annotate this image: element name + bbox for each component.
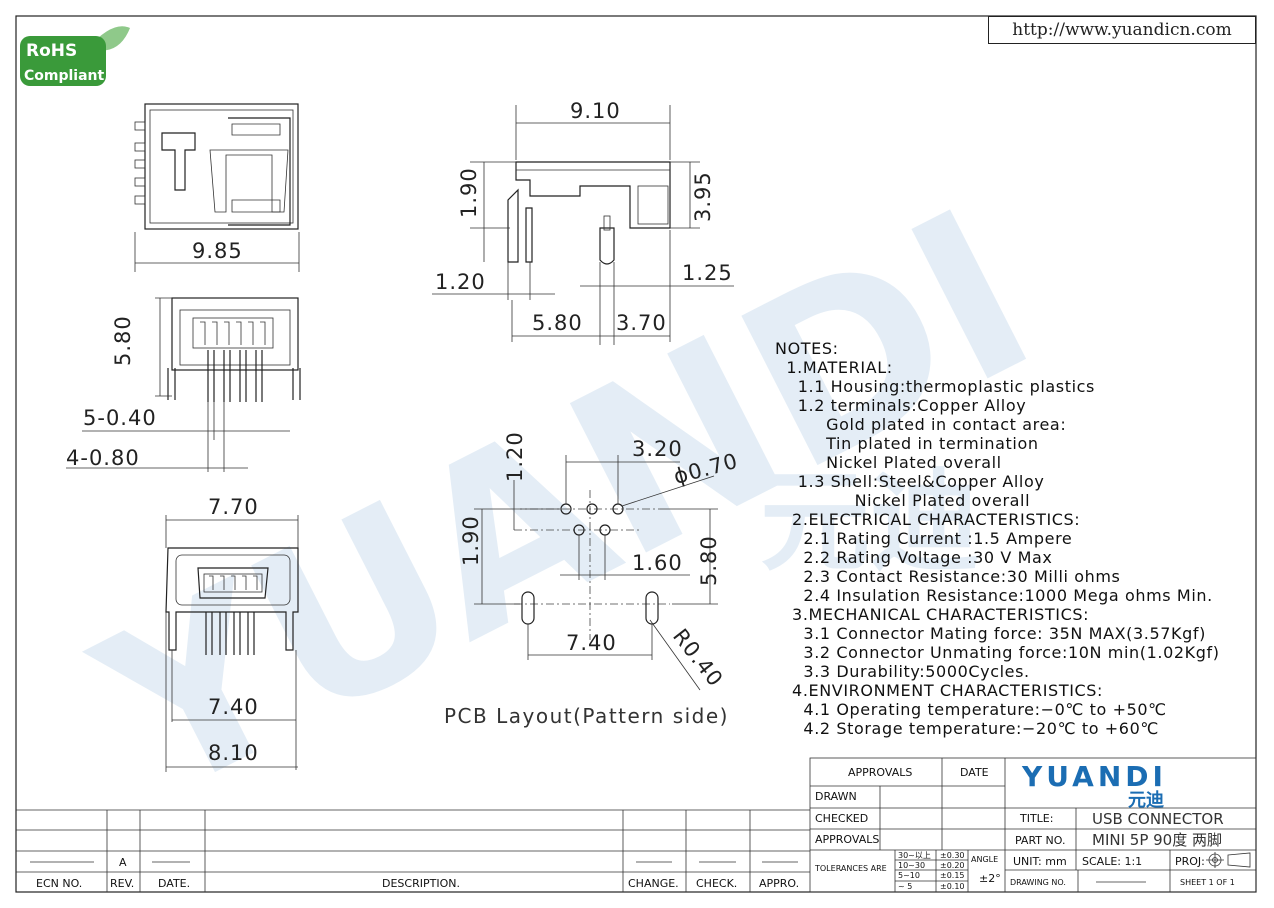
tb-angle: ANGLE [971, 855, 998, 864]
tol-range-3: ~ 5 [898, 882, 912, 891]
front-view: 5.80 5-0.40 4-0.80 [66, 297, 301, 472]
sheet-border [15, 15, 1257, 893]
note-line: Tin plated in termination [775, 434, 1039, 453]
note-line: Nickel Plated overall [775, 491, 1030, 510]
yuandi-logo-cjk: 元迪 [1128, 790, 1164, 811]
tol-value-2: ±0.15 [940, 871, 965, 880]
note-line: 4.1 Operating temperature:−0℃ to +50℃ [775, 700, 1167, 719]
tb-part-value: MINI 5P 90度 两脚 [1092, 831, 1222, 849]
note-line: 2.1 Rating Current :1.5 Ampere [775, 529, 1072, 548]
website-url[interactable]: http://www.yuandicn.com [988, 16, 1256, 44]
tb-drawn: DRAWN [815, 790, 857, 803]
dim-pcb-w1: 3.20 [632, 437, 683, 461]
tb-title-value: USB CONNECTOR [1092, 810, 1224, 828]
rev-header-appro: APPRO. [759, 877, 799, 890]
dim-side-width: 9.10 [570, 99, 621, 123]
dim-pcb-h1: 1.20 [503, 431, 527, 482]
rev-header-rev: REV. [110, 877, 134, 890]
tol-value-1: ±0.20 [940, 861, 965, 870]
rev-header-ecn: ECN NO. [36, 877, 82, 890]
tol-range-0: 30~以上 [898, 851, 931, 860]
note-line: Gold plated in contact area: [775, 415, 1066, 434]
rohs-badge: RoHS Compliant [20, 26, 130, 86]
note-line: 2.4 Insulation Resistance:1000 Mega ohms… [775, 586, 1213, 605]
tb-approvals: APPROVALS [848, 766, 912, 779]
tb-unit: UNIT: mm [1013, 855, 1067, 868]
dim-end-width: 7.70 [208, 495, 259, 519]
tb-proj: PROJ: [1175, 855, 1205, 868]
dim-side-peg: 1.25 [682, 261, 733, 285]
note-line: 4.ENVIRONMENT CHARACTERISTICS: [775, 681, 1103, 700]
tb-approvals2: APPROVALS [815, 833, 879, 846]
note-line: 2.3 Contact Resistance:30 Milli ohms [775, 567, 1120, 586]
rev-value: A [119, 856, 127, 869]
rohs-top-text: RoHS [26, 41, 77, 61]
yuandi-logo: YUANDI [1021, 760, 1167, 793]
rohs-bottom-text: Compliant [24, 68, 105, 84]
tb-scale: SCALE: 1:1 [1082, 855, 1142, 868]
dim-side-span: 5.80 [532, 311, 583, 335]
watermark-cjk: 元迪 [760, 458, 980, 586]
dim-front-height: 5.80 [111, 315, 135, 366]
tol-value-0: ±0.30 [940, 851, 965, 860]
tol-value-3: ±0.10 [940, 882, 965, 891]
top-view: 9.85 [134, 103, 300, 272]
dim-pitch-pins: 5-0.40 [83, 406, 157, 430]
dim-side-h2: 3.95 [691, 171, 715, 222]
tb-title-label: TITLE: [1019, 812, 1053, 825]
note-line: 1.1 Housing:thermoplastic plastics [775, 377, 1095, 396]
note-line: 1.3 Shell:Steel&Copper Alloy [775, 472, 1044, 491]
tol-range-1: 10~30 [898, 861, 925, 870]
note-line: 4.2 Storage temperature:−20℃ to +60℃ [775, 719, 1159, 738]
tb-drawing-no: DRAWING NO. [1010, 878, 1066, 887]
note-line: 1.2 terminals:Copper Alloy [775, 396, 1026, 415]
title-block: APPROVALS DATE DRAWN CHECKED APPROVALS T… [809, 757, 1257, 893]
projection-icon [1206, 852, 1251, 868]
tb-checked: CHECKED [815, 812, 868, 825]
note-line: 1.MATERIAL: [775, 358, 893, 377]
tol-range-2: 5~10 [898, 871, 920, 880]
note-line: 3.2 Connector Unmating force:10N min(1.0… [775, 643, 1220, 662]
dim-pcb-w2: 1.60 [632, 551, 683, 575]
note-line: 2.ELECTRICAL CHARACTERISTICS: [775, 510, 1080, 529]
tb-angle-value: ±2° [979, 872, 1001, 885]
rev-header-change: CHANGE. [628, 877, 679, 890]
note-line: 3.1 Connector Mating force: 35N MAX(3.57… [775, 624, 1206, 643]
dim-side-back: 3.70 [616, 311, 667, 335]
notes-heading: NOTES: [775, 339, 839, 358]
revision-table: A ECN NO. REV. DATE. DESCRIPTION. CHANGE… [16, 809, 810, 892]
tb-part-label: PART NO. [1015, 834, 1065, 847]
side-view: 9.10 1.90 3.95 1.20 1.25 5.80 3.70 [432, 99, 734, 345]
dim-end-pegs: 7.40 [208, 695, 259, 719]
dim-end-total: 8.10 [208, 741, 259, 765]
note-line: 3.MECHANICAL CHARACTERISTICS: [775, 605, 1089, 624]
note-line: 2.2 Rating Voltage :30 V Max [775, 548, 1052, 567]
rev-header-check: CHECK. [696, 877, 737, 890]
tb-date: DATE [960, 766, 989, 779]
tb-sheet: SHEET 1 OF 1 [1180, 878, 1235, 887]
note-line: 3.3 Durability:5000Cycles. [775, 662, 1030, 681]
rev-header-date: DATE. [158, 877, 190, 890]
dim-side-h1: 1.90 [457, 167, 481, 218]
note-line: Nickel Plated overall [775, 453, 1002, 472]
pcb-layout: 1.20 3.20 ϕ0.70 1.90 1.60 5.80 7.40 R0.4… [444, 431, 741, 728]
pcb-caption: PCB Layout(Pattern side) [444, 704, 729, 728]
dim-pcb-h2: 1.90 [459, 515, 483, 566]
dim-top-width: 9.85 [192, 239, 243, 263]
dim-pitch-pegs: 4-0.80 [66, 446, 140, 470]
dim-side-pin: 1.20 [435, 270, 486, 294]
notes-block: NOTES: 1.MATERIAL: 1.1 Housing:thermopla… [775, 339, 1220, 738]
rev-header-description: DESCRIPTION. [382, 877, 460, 890]
dim-pcb-w3: 7.40 [566, 631, 617, 655]
end-view: 7.70 7.40 8.10 [165, 495, 299, 772]
tb-tolerances: TOLERANCES ARE [814, 864, 887, 873]
dim-pcb-h3: 5.80 [697, 535, 721, 586]
